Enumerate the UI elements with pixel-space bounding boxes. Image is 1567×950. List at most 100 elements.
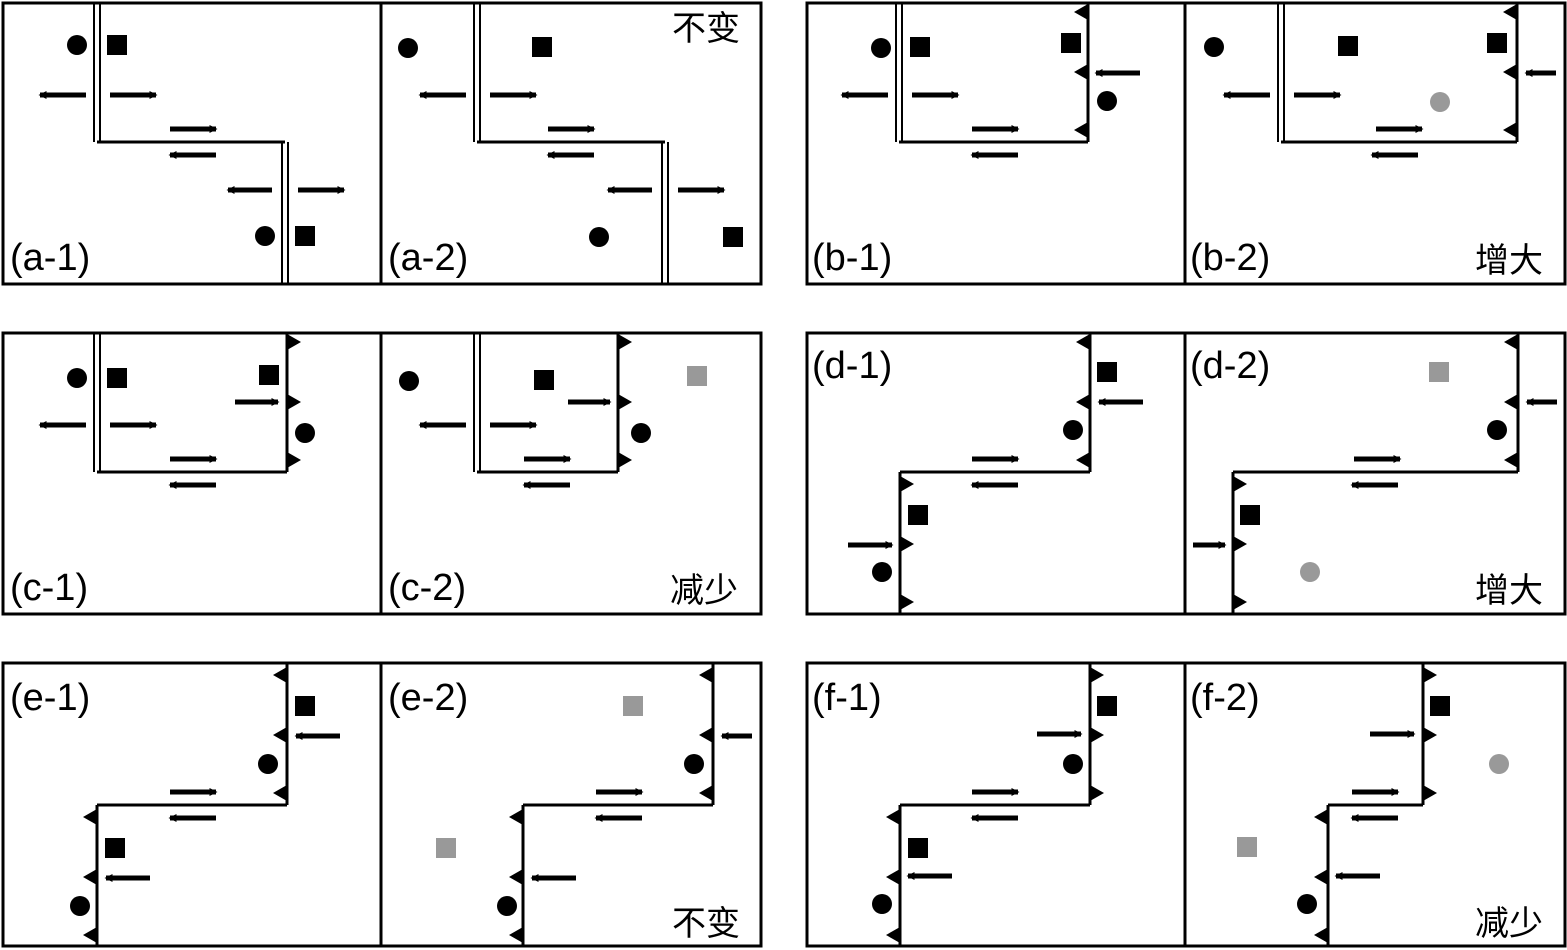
panel-label-a2: (a-2) — [388, 237, 468, 279]
circle-marker — [1063, 754, 1083, 774]
circle-marker — [871, 38, 891, 58]
circle-marker — [1204, 37, 1224, 57]
thrust-teeth — [83, 809, 97, 825]
square-marker — [1097, 696, 1117, 716]
circle-marker — [255, 226, 275, 246]
thrust-teeth — [699, 727, 713, 743]
panel-label-a1: (a-1) — [10, 237, 90, 279]
thrust-teeth — [1076, 394, 1090, 410]
thrust-teeth — [1076, 334, 1090, 350]
thrust-teeth — [618, 452, 632, 468]
square-marker — [908, 838, 928, 858]
thrust-teeth — [1314, 927, 1328, 943]
square-marker-displaced — [436, 838, 456, 858]
thrust-teeth — [699, 667, 713, 683]
thrust-teeth — [1314, 809, 1328, 825]
thrust-teeth — [1504, 452, 1518, 468]
panel-label-c1: (c-1) — [10, 567, 88, 609]
thrust-teeth — [886, 809, 900, 825]
thrust-teeth — [1074, 64, 1088, 80]
square-marker — [107, 368, 127, 388]
circle-marker — [295, 423, 315, 443]
square-marker — [1240, 505, 1260, 525]
thrust-teeth — [1504, 394, 1518, 410]
thrust-teeth — [900, 594, 914, 610]
square-marker — [105, 838, 125, 858]
thrust-teeth — [1090, 667, 1104, 683]
square-marker-displaced — [687, 366, 707, 386]
square-marker — [1487, 33, 1507, 53]
thrust-teeth — [1504, 334, 1518, 350]
square-marker — [1430, 696, 1450, 716]
square-marker-displaced — [1429, 362, 1449, 382]
panel-note-e2: 不变 — [672, 904, 740, 944]
panel-label-e2: (e-2) — [388, 677, 468, 719]
circle-marker — [872, 562, 892, 582]
thrust-teeth — [509, 809, 523, 825]
panel-label-e1: (e-1) — [10, 677, 90, 719]
circle-marker — [67, 35, 87, 55]
square-marker — [295, 226, 315, 246]
square-marker — [910, 37, 930, 57]
thrust-teeth — [1423, 667, 1437, 683]
square-marker — [259, 365, 279, 385]
square-marker-displaced — [1237, 837, 1257, 857]
panel-note-d2: 增大 — [1475, 571, 1543, 611]
square-marker — [1061, 33, 1081, 53]
thrust-teeth — [273, 727, 287, 743]
circle-marker — [1097, 91, 1117, 111]
thrust-teeth — [273, 785, 287, 801]
square-marker — [532, 37, 552, 57]
thrust-teeth — [1074, 4, 1088, 20]
circle-marker — [497, 896, 517, 916]
circle-marker — [70, 896, 90, 916]
square-marker — [723, 227, 743, 247]
circle-marker — [398, 38, 418, 58]
circle-marker — [1063, 420, 1083, 440]
thrust-teeth — [886, 869, 900, 885]
thrust-teeth — [287, 334, 301, 350]
thrust-teeth — [1233, 476, 1247, 492]
thrust-teeth — [1233, 594, 1247, 610]
circle-marker — [589, 227, 609, 247]
panel-note-a2: 不变 — [672, 9, 740, 49]
circle-marker-displaced — [1430, 92, 1450, 112]
thrust-teeth — [1090, 785, 1104, 801]
panel-label-d2: (d-2) — [1190, 345, 1270, 387]
panel-label-f1: (f-1) — [812, 677, 882, 719]
thrust-teeth — [1076, 452, 1090, 468]
thrust-teeth — [287, 394, 301, 410]
panel-label-d1: (d-1) — [812, 345, 892, 387]
square-marker-displaced — [623, 696, 643, 716]
panel-note-c2: 减少 — [670, 571, 738, 611]
thrust-teeth — [1503, 64, 1517, 80]
circle-marker-displaced — [1300, 562, 1320, 582]
panel-note-b2: 增大 — [1475, 241, 1543, 281]
thrust-teeth — [900, 536, 914, 552]
thrust-teeth — [618, 394, 632, 410]
thrust-teeth — [1074, 122, 1088, 138]
thrust-teeth — [900, 476, 914, 492]
square-marker — [908, 505, 928, 525]
thrust-teeth — [509, 927, 523, 943]
panel-label-c2: (c-2) — [388, 567, 466, 609]
circle-marker — [684, 754, 704, 774]
thrust-teeth — [1423, 727, 1437, 743]
thrust-teeth — [509, 869, 523, 885]
thrust-teeth — [1503, 4, 1517, 20]
thrust-teeth — [83, 927, 97, 943]
panel-label-b1: (b-1) — [812, 237, 892, 279]
panel-label-f2: (f-2) — [1190, 677, 1260, 719]
circle-marker — [1487, 420, 1507, 440]
circle-marker-displaced — [1489, 754, 1509, 774]
square-marker — [107, 35, 127, 55]
thrust-teeth — [1503, 122, 1517, 138]
thrust-teeth — [886, 927, 900, 943]
panel-note-f2: 减少 — [1475, 904, 1543, 944]
circle-marker — [258, 754, 278, 774]
circle-marker — [872, 894, 892, 914]
circle-marker — [399, 371, 419, 391]
thrust-teeth — [1423, 785, 1437, 801]
square-marker — [295, 696, 315, 716]
